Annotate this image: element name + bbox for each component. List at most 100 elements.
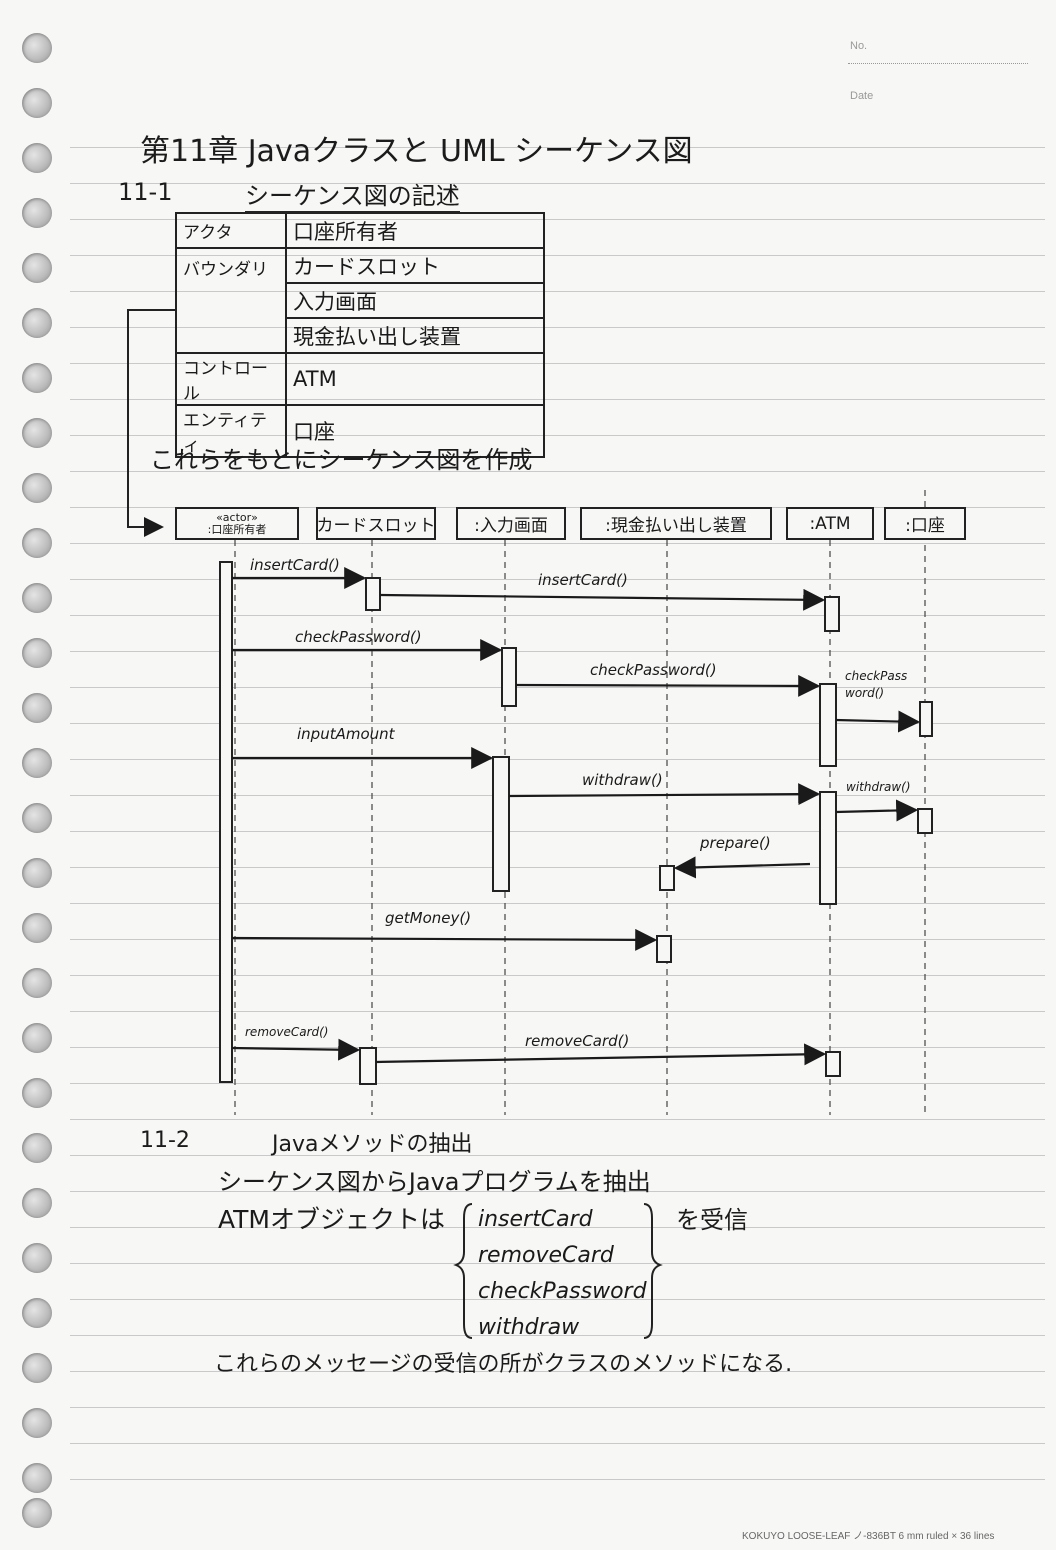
binder-holes (0, 0, 60, 1550)
section1-number: 11-1 (118, 178, 173, 206)
section1-note: これらをもとにシーケンス図を作成 (150, 446, 533, 474)
message-arrow (379, 588, 826, 611)
table-row: コントロール ATM (175, 352, 545, 406)
atm-prefix: ATMオブジェクトは (218, 1205, 446, 1234)
message-arrow (835, 710, 921, 733)
message-arrow (835, 799, 919, 822)
message-label: insertCard() (250, 556, 340, 574)
message-arrow (375, 1043, 827, 1066)
lifeline-label: :口座 (905, 516, 945, 536)
binder-hole (22, 1463, 52, 1493)
method-item: withdraw (478, 1315, 580, 1340)
lifeline-card-slot: カードスロット (316, 507, 436, 540)
method-item: insertCard (478, 1207, 593, 1232)
table-row: 入力画面 (176, 282, 545, 319)
message-label: checkPass word() (845, 669, 908, 700)
binder-hole (22, 88, 52, 118)
value-cell: 入力画面 (285, 282, 545, 319)
binder-hole (22, 1298, 52, 1328)
message-label: prepare() (700, 834, 771, 852)
actor-stereotype: «actor» (216, 510, 258, 524)
binder-hole (22, 913, 52, 943)
activation-bar (492, 756, 510, 892)
binder-hole (22, 1023, 52, 1053)
value-cell: カードスロット (285, 247, 545, 284)
lifeline-label: :ATM (809, 513, 851, 534)
activation-bar (825, 1051, 841, 1077)
value-cell: 現金払い出し装置 (285, 317, 545, 354)
category-cell: バウンダリ (175, 247, 287, 354)
received-methods-list: insertCard removeCard checkPassword with… (478, 1202, 647, 1346)
message-arrow (231, 928, 658, 951)
section2-line1: シーケンス図からJavaプログラムを抽出 (218, 1168, 651, 1196)
message-label: removeCard() (245, 1025, 329, 1039)
atm-suffix: を受信 (676, 1206, 748, 1234)
bracket-arrow (127, 309, 175, 537)
activation-bar (219, 561, 233, 1083)
binder-hole (22, 1243, 52, 1273)
binder-hole (22, 1353, 52, 1383)
section2-conclusion: これらのメッセージの受信の所がクラスのメソッドになる. (214, 1352, 793, 1377)
binder-hole (22, 1078, 52, 1108)
binder-hole (22, 198, 52, 228)
lifeline-input-screen: :入力画面 (456, 507, 566, 540)
binder-hole (22, 253, 52, 283)
value-cell: ATM (285, 352, 545, 406)
message-arrow (231, 1038, 361, 1061)
left-brace (453, 1203, 473, 1339)
lifeline-account: :口座 (884, 507, 966, 540)
activation-bar (365, 577, 381, 611)
lifeline-actor-account-owner: «actor» :口座所有者 (175, 507, 299, 540)
object-classification-table: アクタ 口座所有者 バウンダリ カードスロット 入力画面 現金払い出し装置 コン… (175, 212, 545, 458)
binder-hole (22, 968, 52, 998)
activation-bar (919, 701, 933, 737)
activation-bar (819, 791, 837, 905)
no-label: No. (850, 40, 868, 52)
binder-hole (22, 143, 52, 173)
message-label: insertCard() (538, 571, 628, 589)
category-cell: アクタ (175, 212, 287, 249)
lifeline-label: :入力画面 (474, 516, 548, 536)
activation-bar (359, 1047, 377, 1085)
binder-hole (22, 1408, 52, 1438)
binder-hole (22, 1133, 52, 1163)
binder-hole (22, 1498, 52, 1528)
lifeline-label: :現金払い出し装置 (605, 516, 747, 536)
binder-hole (22, 803, 52, 833)
chapter-title: 第11章 Javaクラスと UML シーケンス図 (140, 134, 693, 169)
message-arrow (508, 783, 821, 806)
binder-hole (22, 363, 52, 393)
activation-bar (917, 808, 933, 834)
message-label: checkPassword() (295, 628, 422, 646)
message-arrow (515, 674, 821, 697)
activation-bar (819, 683, 837, 767)
table-row: エンティティ 口座 (175, 404, 545, 458)
table-row: アクタ 口座所有者 (175, 212, 545, 249)
message-label: removeCard() (525, 1032, 630, 1050)
method-item: removeCard (478, 1243, 614, 1268)
binder-hole (22, 638, 52, 668)
activation-bar (659, 865, 675, 891)
activation-bar (656, 935, 672, 963)
activation-bar (824, 596, 840, 632)
binder-hole (22, 858, 52, 888)
section2-number: 11-2 (140, 1128, 190, 1153)
message-arrow (673, 856, 811, 879)
binder-hole (22, 1188, 52, 1218)
value-cell: 口座所有者 (285, 212, 545, 249)
lifeline-cash-dispenser: :現金払い出し装置 (580, 507, 772, 540)
lifeline-label: カードスロット (316, 516, 436, 536)
section2-title: Javaメソッドの抽出 (272, 1132, 473, 1157)
lifeline-atm: :ATM (786, 507, 874, 540)
date-label: Date (850, 90, 874, 102)
section1-title: シーケンス図の記述 (245, 176, 460, 213)
binder-hole (22, 583, 52, 613)
message-label: inputAmount (297, 725, 395, 743)
message-label: getMoney() (385, 909, 472, 927)
binder-hole (22, 473, 52, 503)
notebook-footer: KOKUYO LOOSE-LEAF ノ-836BT 6 mm ruled × 3… (742, 1531, 995, 1542)
category-cell: エンティティ (175, 404, 287, 458)
binder-hole (22, 418, 52, 448)
activation-bar (501, 647, 517, 707)
